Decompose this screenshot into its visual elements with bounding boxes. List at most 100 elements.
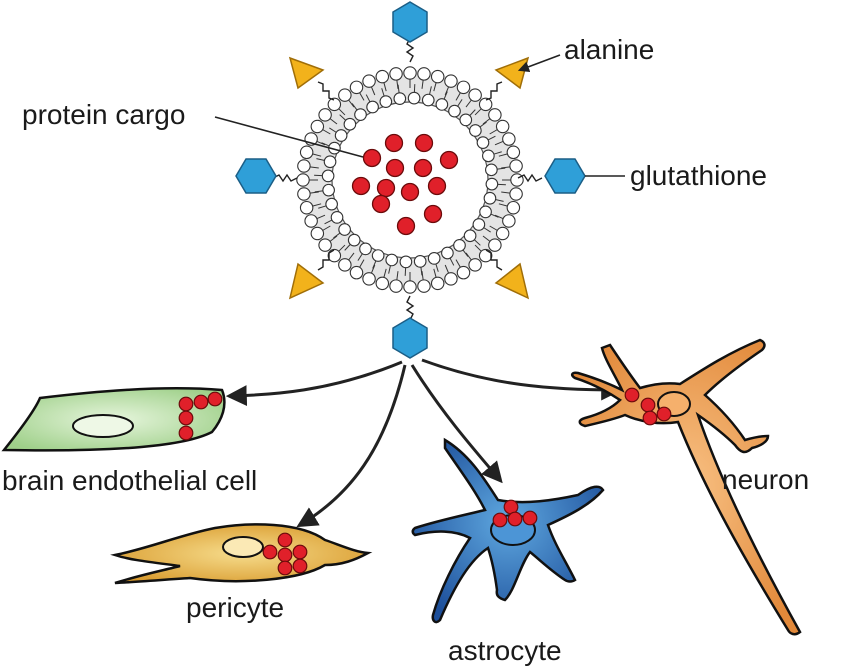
lipid-head bbox=[502, 214, 516, 228]
cargo-particle bbox=[277, 547, 293, 563]
lipid-head bbox=[478, 97, 493, 112]
lipid-head bbox=[349, 80, 364, 95]
lipid-head bbox=[417, 279, 431, 293]
lipid-tail bbox=[482, 235, 491, 242]
lipid-head bbox=[375, 276, 390, 291]
lipid-head bbox=[338, 88, 352, 102]
lipid-head bbox=[299, 200, 314, 215]
lipid-head bbox=[362, 74, 376, 88]
lipid-tail bbox=[449, 258, 455, 266]
cargo-particle bbox=[178, 425, 194, 441]
lipid-tail bbox=[462, 249, 469, 257]
lipid-head bbox=[310, 119, 325, 134]
lipid-head bbox=[338, 258, 352, 272]
lipid-tail bbox=[316, 158, 325, 161]
lipid-head bbox=[296, 173, 310, 187]
lipid-head bbox=[323, 155, 337, 169]
lipid-tail bbox=[469, 109, 476, 116]
lipid-head bbox=[389, 67, 403, 81]
cargo-particle bbox=[414, 133, 434, 153]
cargo-particle bbox=[624, 387, 640, 403]
lipid-tail bbox=[497, 167, 506, 170]
lipid-head bbox=[485, 177, 499, 191]
lipid-head bbox=[482, 149, 495, 163]
lipid-head bbox=[448, 104, 461, 118]
lipid-head bbox=[430, 69, 445, 84]
protein-cargo-particles bbox=[351, 133, 459, 236]
delivery-arrows bbox=[225, 358, 623, 528]
lipid-tail bbox=[309, 166, 319, 169]
lipid-head bbox=[485, 163, 498, 177]
lipid-head bbox=[509, 159, 523, 173]
endothelial-nucleus bbox=[72, 414, 134, 438]
lipid-head bbox=[509, 187, 523, 201]
lipid-head bbox=[347, 233, 361, 247]
lipid-head bbox=[325, 197, 338, 211]
lipid-head bbox=[444, 272, 458, 286]
lipid-tail bbox=[329, 118, 338, 125]
lipid-head bbox=[476, 136, 490, 149]
arrow-to-astrocyte bbox=[410, 364, 503, 484]
lipid-tail bbox=[381, 88, 385, 97]
glutathione-ligands bbox=[235, 1, 586, 359]
lipid-head bbox=[334, 129, 348, 142]
lipid-head bbox=[366, 100, 379, 114]
lipid-head bbox=[506, 200, 521, 215]
arrow-to-neuron bbox=[421, 358, 623, 401]
lipid-tail bbox=[333, 232, 341, 239]
lipid-tail bbox=[501, 166, 511, 169]
lipid-tail bbox=[318, 205, 327, 209]
lipid-head bbox=[297, 159, 311, 173]
cargo-particle bbox=[507, 511, 523, 527]
lipid-head bbox=[444, 74, 458, 88]
lipid-tail bbox=[443, 91, 448, 100]
lipid-head bbox=[304, 214, 318, 228]
lipid-tail bbox=[489, 225, 498, 231]
protein-cargo-pointer bbox=[214, 116, 364, 158]
astrocyte-label: astrocyte bbox=[448, 635, 562, 666]
lipid-tail bbox=[312, 203, 322, 207]
lipid-tail bbox=[482, 118, 491, 125]
lipid-head bbox=[417, 67, 431, 81]
lipid-head bbox=[375, 69, 390, 84]
cargo-particle bbox=[178, 396, 194, 412]
lipid-head bbox=[362, 272, 376, 286]
lipid-tail bbox=[372, 260, 377, 269]
lipid-head bbox=[338, 223, 351, 236]
lipid-head bbox=[506, 145, 521, 160]
lipid-tail bbox=[359, 92, 365, 101]
lipid-head bbox=[371, 249, 385, 262]
lipid-head bbox=[413, 255, 427, 268]
cargo-particle bbox=[193, 394, 209, 410]
lipid-head bbox=[495, 226, 510, 241]
lipid-head bbox=[469, 124, 482, 137]
lipid-head bbox=[403, 280, 417, 294]
lipid-tail bbox=[435, 263, 439, 272]
lipid-tail bbox=[365, 94, 371, 102]
hexagon-icon bbox=[235, 158, 277, 194]
lipid-head bbox=[463, 229, 477, 243]
cargo-particle bbox=[656, 406, 672, 422]
cargo-particle bbox=[423, 204, 443, 224]
lipid-head bbox=[435, 98, 449, 111]
cargo-particle bbox=[427, 176, 447, 196]
lipid-head bbox=[468, 258, 482, 272]
lipid-tail bbox=[421, 271, 424, 281]
lipid-head bbox=[502, 132, 516, 146]
lipid-head bbox=[427, 252, 441, 265]
lipid-tail bbox=[433, 82, 437, 92]
lipid-head bbox=[299, 145, 314, 160]
cargo-particle bbox=[376, 178, 396, 198]
lipid-tail bbox=[433, 268, 437, 278]
lipid-tail bbox=[388, 265, 391, 274]
lipid-tail bbox=[370, 264, 376, 274]
lipid-head bbox=[327, 248, 342, 263]
lipid-head bbox=[430, 276, 445, 291]
lipid-tail bbox=[322, 129, 331, 135]
lipid-tail bbox=[488, 135, 496, 141]
lipid-head bbox=[441, 246, 454, 260]
lipid-head bbox=[421, 93, 435, 107]
lipid-tail bbox=[495, 199, 504, 202]
pericyte-nucleus bbox=[222, 536, 264, 558]
cargo-particle bbox=[396, 216, 416, 236]
